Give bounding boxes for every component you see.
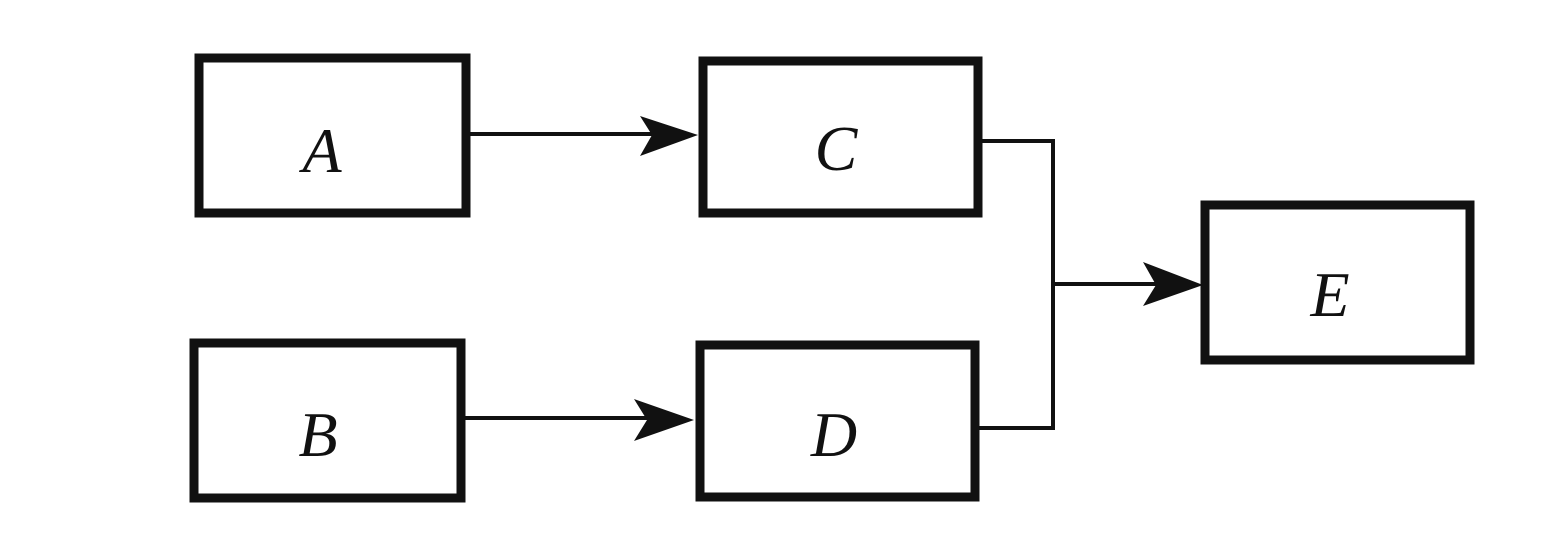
edge-b-to-d-arrowhead: [634, 399, 694, 441]
edge-c-to-e: [982, 139, 1055, 283]
edge-a-to-c: [470, 116, 698, 156]
node-e-label: E: [1309, 259, 1349, 330]
node-a-label: A: [298, 115, 342, 186]
node-c-label: C: [815, 113, 859, 184]
node-e-box: [1200, 200, 1475, 365]
edge-a-to-c-arrowhead: [640, 116, 698, 156]
edge-d-to-e-line: [979, 283, 1055, 430]
node-c-box: [698, 56, 983, 218]
edge-d-to-e: [979, 283, 1055, 430]
node-b-label: B: [298, 399, 337, 470]
edge-junction-to-e-arrowhead: [1143, 262, 1203, 306]
node-d: D: [695, 340, 980, 502]
node-b-box: [189, 338, 466, 503]
node-b: B: [189, 338, 466, 503]
node-d-label: D: [810, 399, 857, 470]
edge-b-to-d: [465, 399, 694, 441]
node-a: A: [194, 53, 471, 218]
node-d-box: [695, 340, 980, 502]
node-e: E: [1200, 200, 1475, 365]
node-a-box: [194, 53, 471, 218]
edge-c-to-e-line: [982, 139, 1055, 283]
node-c: C: [698, 56, 983, 218]
edge-junction-to-e: [1053, 262, 1203, 306]
